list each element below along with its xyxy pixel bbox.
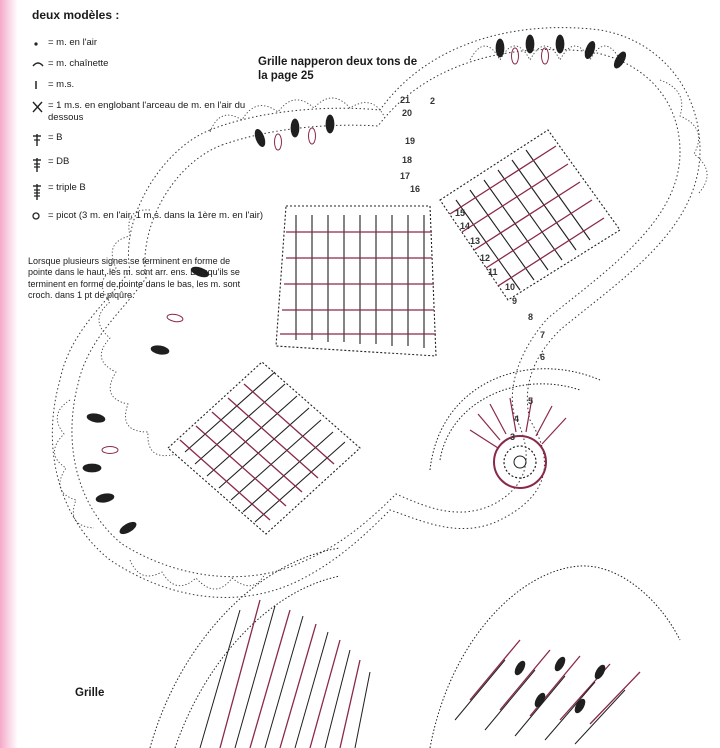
cross-stitch-icon xyxy=(32,100,48,113)
legend-item-ttr: = triple B xyxy=(32,182,267,201)
instruction-note: Lorsque plusieurs signes se terminent en… xyxy=(28,256,241,300)
row-number: 15 xyxy=(455,208,465,218)
row-number: 5 xyxy=(528,396,533,406)
chain-stitch-icon xyxy=(32,37,48,48)
legend-item-chain: = m. en l'air xyxy=(32,37,267,49)
row-number: 4 xyxy=(514,414,519,424)
legend-item-tr: = B xyxy=(32,132,267,147)
row-number: 11 xyxy=(488,267,498,277)
chart-title: Grille napperon deux tons de la page 25 xyxy=(258,56,418,82)
square-grid-top xyxy=(275,205,437,357)
legend-item-sc-around: = 1 m.s. en englobant l'arceau de m. en … xyxy=(32,100,267,124)
row-number: 19 xyxy=(405,136,415,146)
triple-treble-icon xyxy=(32,182,48,201)
bottom-fan-right xyxy=(429,565,681,748)
slip-stitch-icon xyxy=(32,58,48,69)
bobble-motifs xyxy=(82,34,627,535)
row-number: 9 xyxy=(512,296,517,306)
legend-item-picot: = picot (3 m. en l'air, 1 m.s. dans la 1… xyxy=(32,210,267,222)
legend-item-sc: = m.s. xyxy=(32,79,267,91)
row-number: 3 xyxy=(510,432,515,442)
legend-item-dtr: = DB xyxy=(32,156,267,173)
row-number: 13 xyxy=(470,236,480,246)
row-number: 17 xyxy=(400,171,410,181)
row-number: 16 xyxy=(410,184,420,194)
row-number: 20 xyxy=(402,108,412,118)
row-number: 14 xyxy=(460,221,470,231)
row-number: 8 xyxy=(528,312,533,322)
row-number: 2 xyxy=(430,96,435,106)
single-crochet-icon xyxy=(32,79,48,90)
legend-heading: deux modèles : xyxy=(32,8,120,22)
legend-item-slip: = m. chaînette xyxy=(32,58,267,70)
bottom-chart-label: Grille xyxy=(75,687,105,699)
square-grid-bottom xyxy=(167,361,361,535)
picot-icon xyxy=(32,210,48,221)
row-number: 6 xyxy=(540,352,545,362)
doily-outer-edge xyxy=(51,27,701,598)
row-number-labels: 21 20 19 18 17 16 15 14 13 12 11 10 9 8 … xyxy=(400,95,545,442)
row-number: 21 xyxy=(400,95,410,105)
page-edge xyxy=(0,0,18,748)
treble-icon xyxy=(32,132,48,147)
row-number: 12 xyxy=(480,253,490,263)
legend: deux modèles : = m. en l'air = m. chaîne… xyxy=(32,8,267,231)
row-number: 10 xyxy=(505,282,515,292)
bobble-motifs-accent xyxy=(101,47,549,454)
doily-scallops xyxy=(54,45,708,590)
row-number: 7 xyxy=(540,330,545,340)
row-number: 18 xyxy=(402,155,412,165)
square-grid-right xyxy=(439,129,621,301)
center-motif xyxy=(429,368,601,489)
double-treble-icon xyxy=(32,156,48,173)
bottom-fan-left xyxy=(149,547,371,748)
